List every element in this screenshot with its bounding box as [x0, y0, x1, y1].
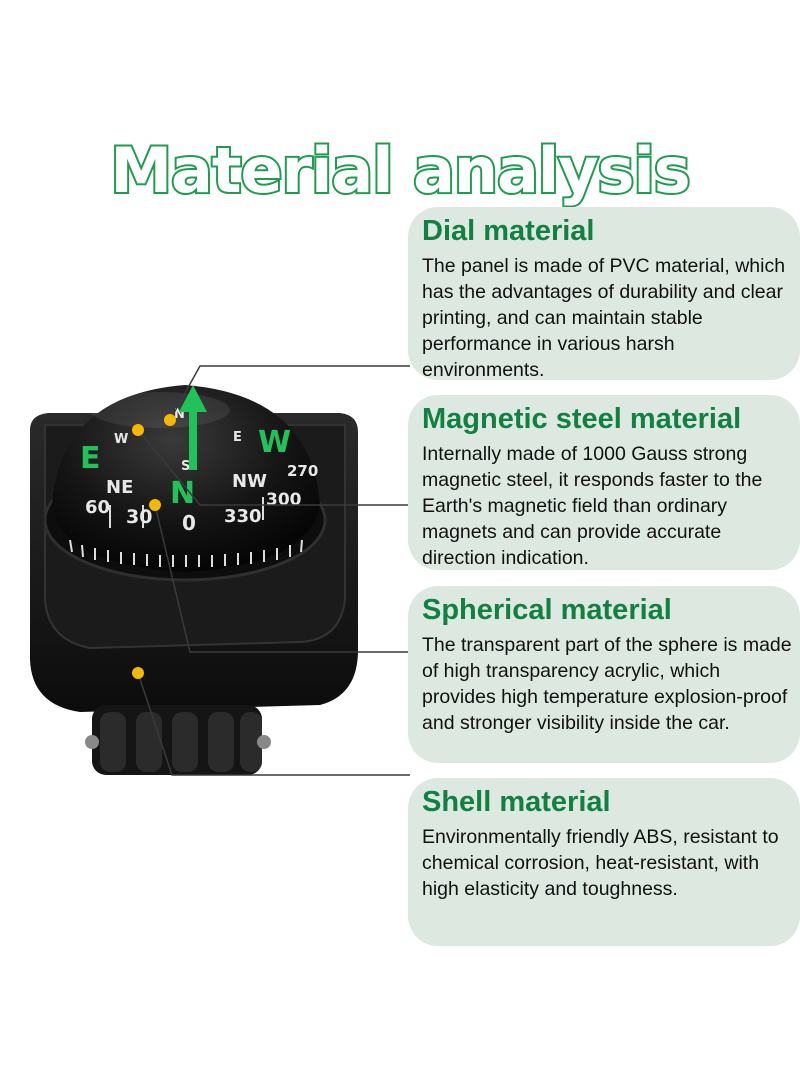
dial-degree-0: 0 [182, 511, 196, 535]
mount-screw-right [257, 735, 271, 749]
mount-knuckle-3 [172, 712, 198, 772]
dial-ticks [69, 497, 303, 567]
card-heading: Dial material [422, 215, 595, 247]
mount-knuckle-5 [240, 712, 262, 772]
dial-label-n-inner: N [174, 407, 185, 422]
dial-label-e-green: E [80, 441, 101, 476]
card-body: Internally made of 1000 Gauss strong mag… [422, 443, 763, 569]
card-dial-material: Dial material The panel is made of PVC m… [408, 207, 800, 381]
leader-shell [137, 672, 410, 776]
mount-screw-left [85, 735, 99, 749]
leader-lines [137, 365, 410, 776]
card-body: The transparent part of the sphere is ma… [422, 634, 792, 734]
dome-highlight [90, 392, 230, 428]
mount-knuckle-4 [208, 712, 234, 772]
marker-dial [164, 414, 176, 426]
dial-label-s-inner: S [181, 459, 190, 474]
page-title: Material analysis [108, 132, 692, 209]
dial-degree-300: 300 [266, 490, 302, 510]
leader-sphere [154, 504, 410, 653]
card-heading: Shell material [422, 786, 611, 818]
compass-needle [179, 385, 207, 470]
mount-knuckle-1 [100, 712, 126, 772]
dial-label-ne: NE [106, 477, 133, 498]
dial-degree-330: 330 [224, 506, 262, 527]
marker-shell [132, 667, 144, 679]
dial-label-e-inner: E [233, 430, 242, 445]
card-shell-material: Shell material Environmentally friendly … [408, 778, 800, 946]
mount-knuckle-2 [136, 712, 162, 772]
card-body: Environmentally friendly ABS, resistant … [422, 826, 779, 900]
leader-dial [169, 365, 410, 421]
card-heading: Spherical material [422, 594, 672, 626]
dial-degree-60: 60 [85, 497, 110, 518]
card-heading: Magnetic steel material [422, 403, 742, 435]
dial-degree-30: 30 [126, 506, 152, 528]
card-spherical-material: Spherical material The transparent part … [408, 586, 800, 763]
marker-sphere [149, 499, 161, 511]
leader-magnet [137, 429, 410, 506]
dial-label-w-green: W [258, 425, 291, 460]
card-magnetic-steel-material: Magnetic steel material Internally made … [408, 395, 800, 570]
card-body: The panel is made of PVC material, which… [422, 255, 786, 381]
marker-magnet [132, 424, 144, 436]
dial-degree-270: 270 [287, 462, 318, 480]
dial-label-w-inner: W [114, 432, 128, 447]
dial-label-nw: NW [232, 471, 267, 492]
compass-dome [52, 385, 320, 572]
